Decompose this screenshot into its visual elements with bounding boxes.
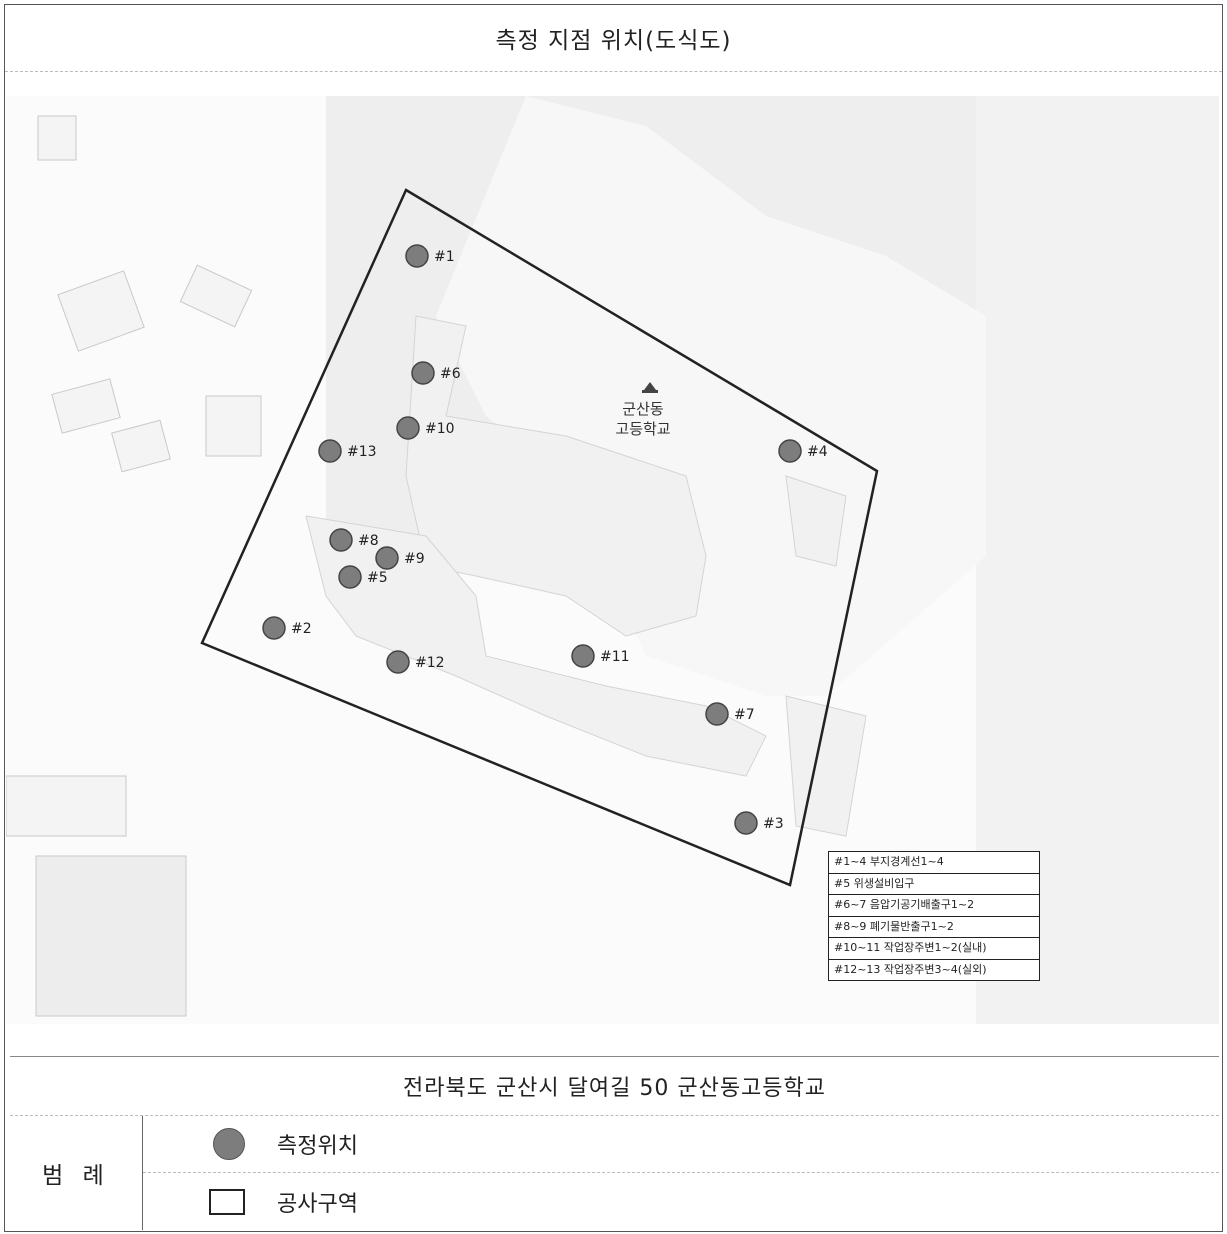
key-row: #1~4 부지경계선1~4: [829, 852, 1039, 874]
school-symbol-icon: [642, 382, 658, 393]
measurement-point-3: [734, 811, 758, 835]
legend-point-text: 측정위치: [277, 1134, 358, 1159]
measurement-point-13: [318, 439, 342, 463]
square-outline-icon: [209, 1189, 245, 1215]
measurement-point-8: [329, 528, 353, 552]
key-row: #12~13 작업장주변3~4(실외): [834, 962, 987, 976]
parcel: [51, 378, 121, 434]
measurement-point-label: #2: [291, 621, 312, 637]
measurement-point-label: #12: [415, 655, 445, 671]
parcel: [35, 855, 187, 1017]
measurement-point-2: [262, 616, 286, 640]
legend-row-point: 측정위치: [143, 1116, 1219, 1173]
figure-frame: 측정 지점 위치(도식도): [4, 4, 1223, 1232]
school-ground: [436, 96, 986, 696]
building-wing: [305, 515, 767, 777]
measurement-point-label: #11: [600, 649, 630, 665]
measurement-point-label: #5: [367, 570, 388, 586]
key-row: #5 위생설비입구: [829, 874, 1039, 895]
parcel: [6, 775, 127, 837]
measurement-point-label: #6: [440, 366, 461, 382]
measurement-point-label: #13: [347, 444, 377, 460]
key-row: #8~9 폐기물반출구1~2: [829, 917, 1039, 938]
measurement-points: #1 #6 #10 #13 #4 #8 #9 #5 #2 #12 #11 #7 #3: [262, 244, 828, 835]
construction-area-boundary: [200, 188, 879, 887]
building-annex: [785, 475, 847, 567]
measurement-point-11: [571, 644, 595, 668]
measurement-point-6: [411, 361, 435, 385]
measurement-point-1: [405, 244, 429, 268]
key-row: #6~7 음압기공기배출구1~2: [829, 895, 1039, 917]
map-canvas: 군산동 고등학교 #1 #6 #10 #13 #4 #8 #9 #5 #2 #12 #11 #7 #3: [6, 96, 1219, 1024]
measurement-point-label: #7: [734, 707, 755, 723]
measurement-point-label: #3: [763, 816, 784, 832]
measurement-point-label: #1: [434, 249, 455, 265]
measurement-point-label: #8: [358, 533, 379, 549]
filled-circle-icon: [213, 1128, 245, 1160]
parcel: [57, 270, 145, 352]
school-name-line1: 군산동: [622, 400, 664, 418]
measurement-point-4: [778, 439, 802, 463]
measurement-point-label: #10: [425, 421, 455, 437]
figure-title: 측정 지점 위치(도식도): [5, 5, 1222, 72]
legend-row-area: 공사구역: [143, 1174, 1219, 1230]
point-key-table: #1~4 부지경계선1~4 #5 위생설비입구 #6~7 음압기공기배출구1~2…: [828, 851, 1040, 981]
measurement-point-12: [386, 650, 410, 674]
measurement-point-label: #4: [807, 444, 828, 460]
key-row: #10~11 작업장주변1~2(실내): [829, 938, 1039, 960]
measurement-point-10: [396, 416, 420, 440]
parcel: [37, 115, 77, 161]
measurement-point-9: [375, 546, 399, 570]
parcel: [111, 419, 171, 473]
neighbor-parcels: [6, 115, 262, 1017]
school-name-line2: 고등학교: [615, 420, 670, 438]
legend-label: 범 례: [10, 1116, 143, 1230]
site-map: 군산동 고등학교 #1 #6 #10 #13 #4 #8 #9 #5 #2 #12 #11 #7 #3: [6, 96, 1219, 1024]
building-annex: [785, 695, 867, 837]
measurement-point-label: #9: [404, 551, 425, 567]
parcel: [205, 395, 262, 457]
measurement-point-5: [338, 565, 362, 589]
school-buildings: [305, 315, 867, 837]
site-address: 전라북도 군산시 달여길 50 군산동고등학교: [10, 1056, 1219, 1116]
measurement-point-7: [705, 702, 729, 726]
legend-area-text: 공사구역: [277, 1192, 358, 1217]
parcel: [179, 264, 253, 328]
